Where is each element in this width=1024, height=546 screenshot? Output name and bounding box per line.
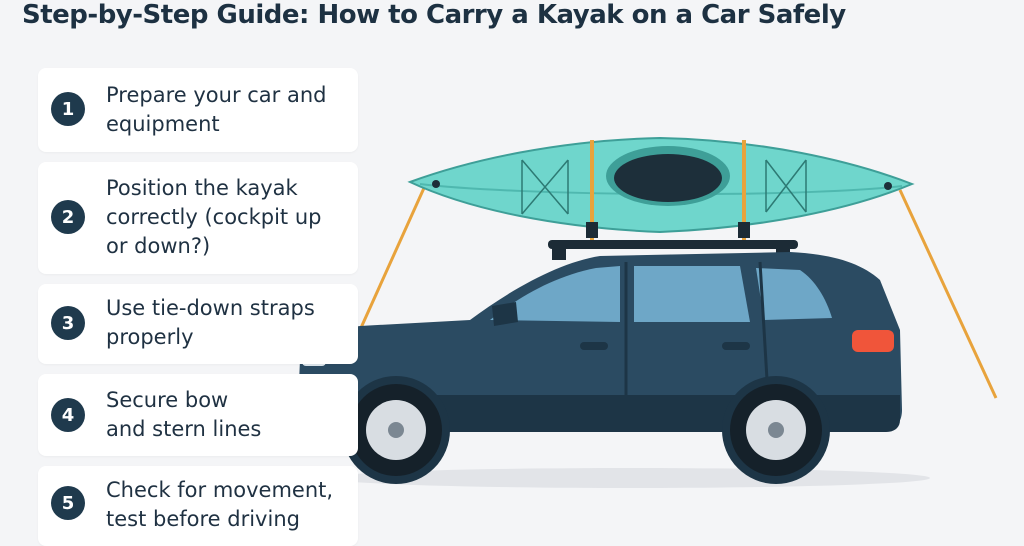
step-number-badge: 3 <box>51 306 85 340</box>
step-text: Position the kayak correctly (cockpit up… <box>106 176 322 258</box>
car-window-middle <box>634 266 750 322</box>
step-number-badge: 1 <box>51 92 85 126</box>
stern-line <box>898 189 998 399</box>
car-window-rear <box>756 268 832 320</box>
side-mirror <box>492 302 518 326</box>
step-number-badge: 5 <box>51 486 85 520</box>
door-handle-rear <box>722 342 750 350</box>
step-card-3: 3 Use tie-down straps properly <box>38 284 358 364</box>
step-card-5: 5 Check for movement, test before drivin… <box>38 466 358 546</box>
kayak-bow-handle <box>432 180 440 188</box>
step-card-4: 4 Secure bow and stern lines <box>38 374 358 456</box>
step-text: Check for movement, test before driving <box>106 478 334 531</box>
roof-rack-foot-front <box>552 246 566 260</box>
step-card-1: 1 Prepare your car and equipment <box>38 68 358 152</box>
step-number-badge: 2 <box>51 200 85 234</box>
step-text: Prepare your car and equipment <box>106 83 327 136</box>
step-number-badge: 4 <box>51 398 85 432</box>
page-title: Step-by-Step Guide: How to Carry a Kayak… <box>22 0 846 30</box>
strap-buckle-front <box>586 222 598 238</box>
front-wheel-hub <box>388 422 404 438</box>
rear-wheel-hub <box>768 422 784 438</box>
roof-rack-bar <box>548 240 798 249</box>
car-window-front <box>490 266 620 322</box>
bow-line <box>358 187 426 331</box>
door-handle-front <box>580 342 608 350</box>
kayak-stern-handle <box>884 182 892 190</box>
kayak-cockpit <box>614 154 722 202</box>
strap-buckle-rear <box>738 222 750 238</box>
step-card-2: 2 Position the kayak correctly (cockpit … <box>38 162 358 274</box>
step-text: Use tie-down straps properly <box>106 296 315 349</box>
kayak-deck-lines-rear <box>765 159 807 213</box>
tail-light <box>852 330 894 352</box>
step-text: Secure bow and stern lines <box>106 388 262 441</box>
kayak-deck-lines-front <box>521 159 569 215</box>
